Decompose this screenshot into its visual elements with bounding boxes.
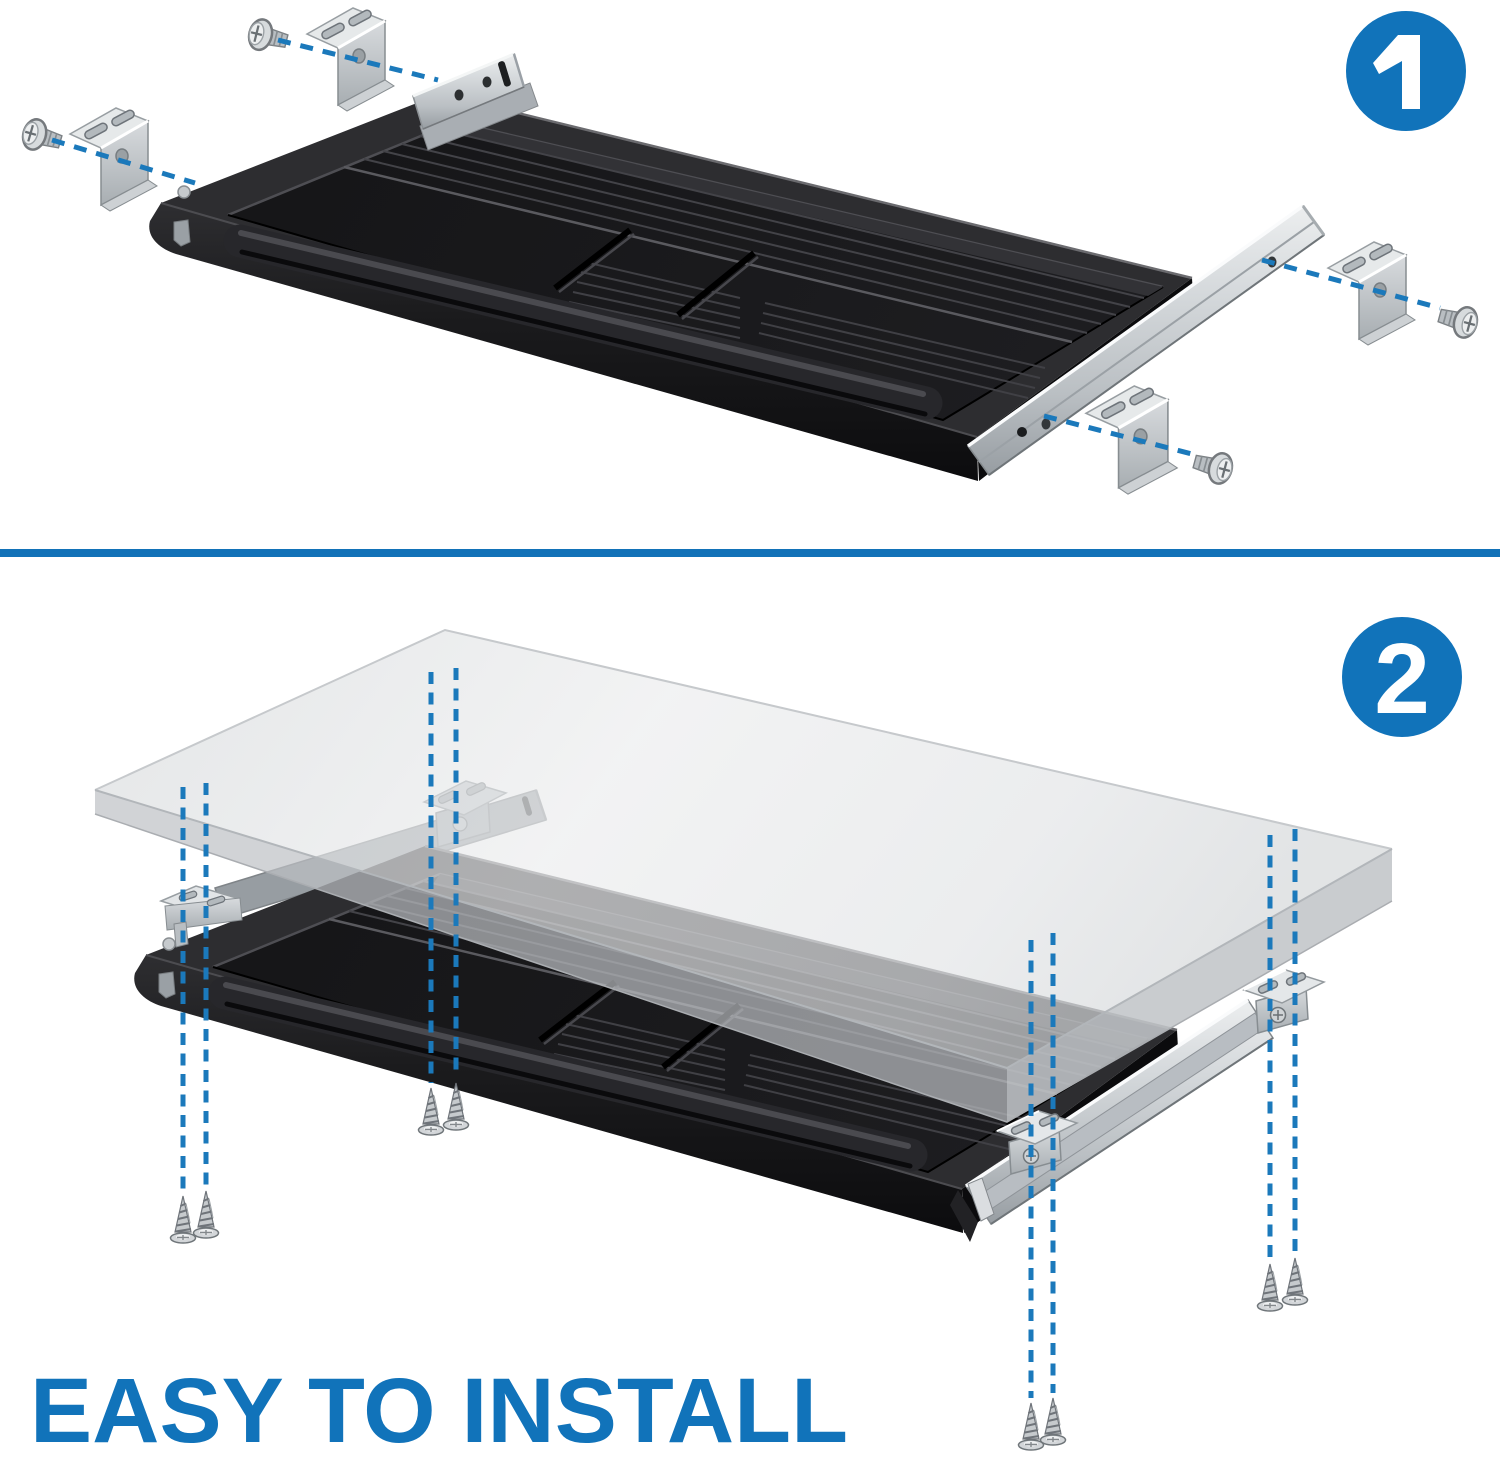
svg-text:2: 2 (1374, 623, 1430, 735)
svg-text:EASY TO INSTALL: EASY TO INSTALL (30, 1360, 848, 1453)
